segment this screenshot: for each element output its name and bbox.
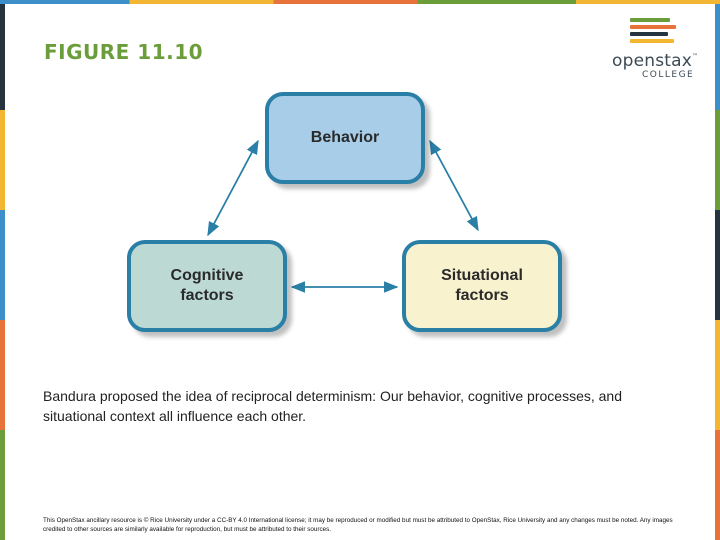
logo-bar-2 — [630, 25, 676, 29]
cognitive-factors-node: Cognitive factors — [127, 240, 287, 332]
right-edge-stripe-1 — [715, 0, 720, 110]
right-edge-stripe-2 — [715, 110, 720, 210]
left-edge-stripe-3 — [0, 210, 5, 320]
logo-subtext: COLLEGE — [642, 70, 695, 80]
left-edge-stripe-5 — [0, 430, 5, 540]
logo-bar-4 — [630, 39, 674, 43]
situational-factors-label: Situational factors — [441, 267, 523, 304]
arrow-behavior-cognitive — [207, 139, 259, 237]
openstax-logo: openstax™ COLLEGE — [608, 16, 704, 82]
logo-bar-1 — [630, 18, 670, 22]
left-edge-stripe-2 — [0, 110, 5, 210]
figure-caption: Bandura proposed the idea of reciprocal … — [43, 388, 622, 424]
logo-bar-3 — [630, 32, 668, 36]
top-edge-stripe — [0, 0, 720, 4]
behavior-node-label: Behavior — [310, 129, 380, 146]
figure-title: FIGURE 11.10 — [44, 40, 204, 64]
right-edge-stripe-4 — [715, 320, 720, 430]
cognitive-factors-label: Cognitive factors — [170, 267, 244, 304]
logo-wordmark: openstax™ — [612, 51, 699, 71]
left-edge-stripe-4 — [0, 320, 5, 430]
right-edge-stripe-5 — [715, 430, 720, 540]
situational-factors-node: Situational factors — [402, 240, 562, 332]
arrow-behavior-situational — [429, 139, 479, 232]
behavior-node: Behavior — [265, 92, 425, 184]
right-edge-stripe-3 — [715, 210, 720, 320]
left-edge-stripe-1 — [0, 0, 5, 110]
license-footer: This OpenStax ancillary resource is © Ri… — [43, 517, 673, 533]
